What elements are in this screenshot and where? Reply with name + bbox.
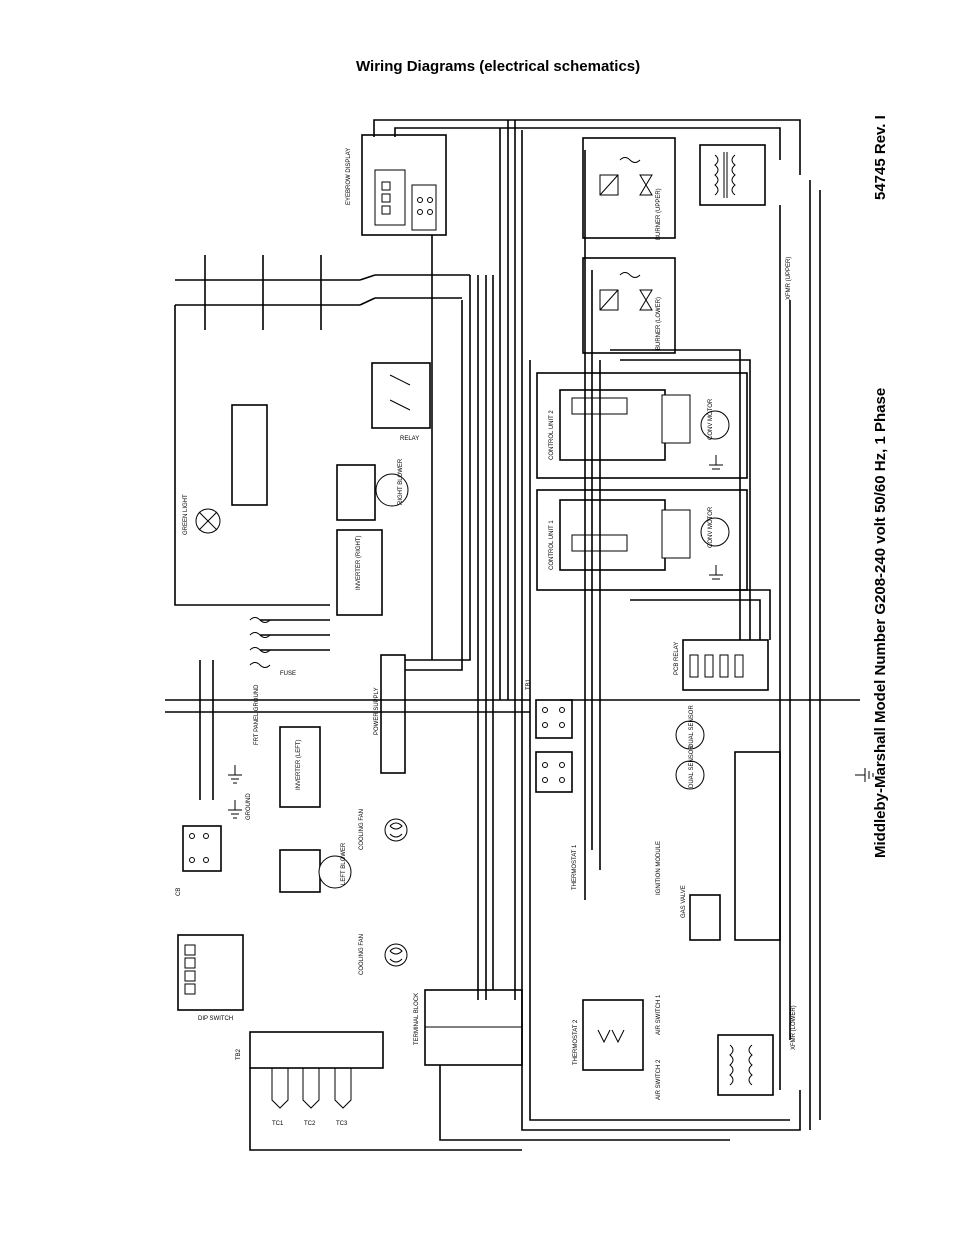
inverter-right-label: INVERTER (RIGHT) xyxy=(356,535,362,590)
fuse-symbols: FUSE xyxy=(249,157,641,677)
relay-label: RELAY xyxy=(400,436,419,442)
gas-valve-label: GAS VALVE xyxy=(681,885,687,918)
frt-panel-gnd-label: FRT PANEL GROUND xyxy=(254,684,260,745)
air-switch-1-label: AIR SWITCH 1 xyxy=(656,994,662,1035)
pcb-relay: PCB RELAY xyxy=(674,639,769,691)
burner-upper-label: BURNER (UPPER) xyxy=(656,188,662,240)
pcb-relay-label: PCB RELAY xyxy=(674,642,680,675)
ground-symbols: FRT PANEL GROUND GROUND xyxy=(228,455,874,820)
thermostat-2-label: THERMOSTAT 2 xyxy=(573,1019,579,1065)
conv-motor-label: CONV MOTOR xyxy=(708,398,714,440)
cooling-fan-1-label: COOLING FAN xyxy=(359,809,365,850)
tb1-label: TB1 xyxy=(526,678,532,690)
control-unit-1: CONTROL UNIT 1 CONV MOTOR xyxy=(536,489,748,591)
page-title: Wiring Diagrams (electrical schematics) xyxy=(356,58,641,75)
cooling-fan-2-label: COOLING FAN xyxy=(359,934,365,975)
xfmr-upper: XFMR (UPPER) xyxy=(699,144,792,300)
ignition-area: DUAL SENSOR DUAL SENSOR IGNITION MODULE … xyxy=(656,705,781,941)
right-blower-label: RIGHT BLOWER xyxy=(398,458,404,505)
left-blower-label: LEFT BLOWER xyxy=(341,842,347,885)
conv-motor-2-label: CONV MOTOR xyxy=(708,506,714,548)
tb-left-box: CB xyxy=(176,825,222,896)
tc2-label: TC2 xyxy=(304,1121,316,1127)
xfmr-lower: XFMR (LOWER) xyxy=(717,1005,797,1096)
terminal-block-label: TERMINAL BLOCK xyxy=(414,993,420,1045)
tc3-label: TC3 xyxy=(336,1121,348,1127)
burner-lower-box: BURNER (LOWER) xyxy=(582,257,676,354)
burner-upper-box: BURNER (UPPER) xyxy=(582,137,676,240)
dip-and-tb2: DIP SWITCH TB2 xyxy=(177,934,384,1069)
ground-label: GROUND xyxy=(246,793,252,820)
xfmr-upper-label: XFMR (UPPER) xyxy=(786,257,792,300)
thermostat-1-label: THERMOSTAT 1 xyxy=(572,844,578,890)
thermocouples: TC1 TC2 TC3 xyxy=(271,1068,352,1127)
fuse-and-light: GREEN LIGHT xyxy=(183,404,268,535)
cb-label: CB xyxy=(176,888,182,896)
inverter-left-label: INVERTER (LEFT) xyxy=(296,739,302,790)
fuse-label: FUSE xyxy=(280,671,296,677)
eyebrow-display: EYEBROW DISPLAY xyxy=(346,134,447,236)
tc1-label: TC1 xyxy=(272,1121,284,1127)
xfmr-lower-label: XFMR (LOWER) xyxy=(791,1005,797,1050)
green-light-label: GREEN LIGHT xyxy=(183,494,189,535)
power-supply: POWER SUPPLY xyxy=(374,654,406,774)
control-unit-1-label: CONTROL UNIT 1 xyxy=(549,520,555,570)
dual-sensor-1-label: DUAL SENSOR xyxy=(689,705,695,748)
relay: RELAY xyxy=(371,362,431,442)
inverter-right: INVERTER (RIGHT) RIGHT BLOWER xyxy=(336,458,409,616)
tb2-label: TB2 xyxy=(236,1048,242,1060)
dual-sensor-2-label: DUAL SENSOR xyxy=(689,745,695,788)
eyebrow-display-label: EYEBROW DISPLAY xyxy=(346,148,352,205)
switch-blocks: TB1 xyxy=(526,678,573,793)
control-unit-2: CONTROL UNIT 2 CONV MOTOR xyxy=(536,372,748,479)
thermostats: THERMOSTAT 2 THERMOSTAT 1 AIR SWITCH 1 A… xyxy=(572,844,662,1100)
dip-switch-label: DIP SWITCH xyxy=(198,1016,233,1022)
bus-wires xyxy=(165,119,860,1151)
inverter-left: INVERTER (LEFT) LEFT BLOWER xyxy=(279,726,352,893)
burner-lower-label: BURNER (LOWER) xyxy=(656,297,662,350)
terminal-block: TERMINAL BLOCK xyxy=(414,989,523,1066)
control-unit-2-label: CONTROL UNIT 2 xyxy=(549,410,555,460)
cooling-fans: COOLING FAN COOLING FAN xyxy=(359,809,408,975)
ignition-module-label: IGNITION MODULE xyxy=(656,841,662,895)
air-switch-2-label: AIR SWITCH 2 xyxy=(656,1059,662,1100)
